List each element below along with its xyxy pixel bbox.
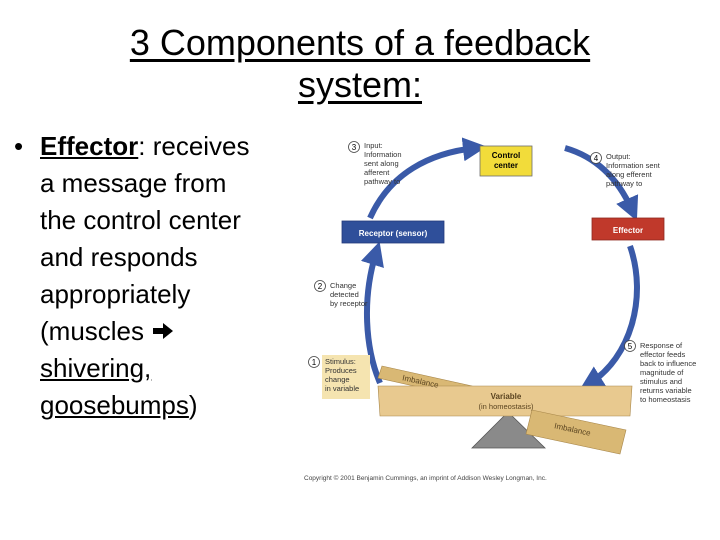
step-5-line-2: effector feeds <box>640 350 686 359</box>
step-1-line-1: Stimulus: <box>325 357 356 366</box>
step-5-line-5: stimulus and <box>640 377 682 386</box>
step-4-line-3: along efferent <box>606 170 653 179</box>
step-5-line-3: back to influence <box>640 359 696 368</box>
step-5-number: 5 <box>628 342 633 351</box>
imbalance-bottom-beam <box>525 409 627 455</box>
bullet-line-5: appropriately <box>40 279 191 309</box>
step-4-annotation: 4 Output: Information sent along efferen… <box>590 152 661 188</box>
seesaw: Imbalance Variable (in homeostasis) Imba… <box>377 365 633 455</box>
step-5-line-4: magnitude of <box>640 368 684 377</box>
arrow-receptor-to-control <box>367 137 487 220</box>
arrow-control-to-effector <box>564 145 639 221</box>
bullet-line-7: shivering, <box>40 353 152 383</box>
bullet-line-6: (muscles <box>40 316 145 346</box>
variable-label-2: (in homeostasis) <box>478 402 534 411</box>
bullet-line-3: the control center <box>40 205 241 235</box>
step-4-number: 4 <box>594 154 599 163</box>
step-1-annotation: 1 Stimulus: Produces change in variable <box>308 355 370 399</box>
step-3-line-4: afferent <box>364 168 390 177</box>
bullet-line-1-rest: : receives <box>138 131 250 161</box>
control-center-label-1: Control <box>492 151 520 160</box>
bullet-text: Effector: receives a message from the co… <box>40 128 314 424</box>
slide-title: 3 Components of a feedback system: <box>0 22 720 106</box>
effector-label: Effector <box>613 226 643 235</box>
step-1-line-3: change <box>325 375 350 384</box>
step-4-line-1: Output: <box>606 152 631 161</box>
fulcrum <box>471 411 546 449</box>
receptor-box: Receptor (sensor) <box>341 220 445 244</box>
control-center-box: Control center <box>479 145 533 177</box>
step-5-annotation: 5 Response of effector feeds back to inf… <box>624 340 696 404</box>
step-5-line-1: Response of <box>640 341 683 350</box>
step-4-line-2: Information sent <box>606 161 661 170</box>
step-4-line-4: pathway to <box>606 179 642 188</box>
variable-label-1: Variable <box>491 392 522 401</box>
step-3-line-1: Input: <box>364 141 383 150</box>
arrow-effector-to-variable <box>579 245 640 390</box>
step-2-annotation: 2 Change detected by receptor <box>314 280 368 308</box>
step-5-line-7: to homeostasis <box>640 395 691 404</box>
bullet-marker: • <box>14 131 24 161</box>
step-1-line-2: Produces <box>325 366 357 375</box>
step-2-line-2: detected <box>330 290 359 299</box>
step-1-line-4: in variable <box>325 384 359 393</box>
step-3-number: 3 <box>352 143 357 152</box>
copyright-text: Copyright © 2001 Benjamin Cummings, an i… <box>304 474 547 482</box>
bullet-line-8-suffix: ) <box>188 390 198 420</box>
step-5-line-6: returns variable <box>640 386 692 395</box>
bullet-point: • Effector: receives a message from the … <box>14 128 314 424</box>
bullet-line-2: a message from <box>40 168 227 198</box>
control-center-label-2: center <box>494 161 518 170</box>
bullet-line-8: goosebumps <box>40 390 189 420</box>
step-2-line-1: Change <box>330 281 356 290</box>
right-arrow-icon <box>153 323 174 339</box>
effector-box: Effector <box>591 217 665 241</box>
step-3-line-2: Information <box>364 150 402 159</box>
step-3-line-3: sent along <box>364 159 399 168</box>
title-line-1: 3 Components of a feedback <box>129 22 591 63</box>
bullet-line-4: and responds <box>40 242 198 272</box>
effector-term: Effector <box>40 131 139 161</box>
variable-beam <box>377 385 633 417</box>
step-1-number: 1 <box>312 358 317 367</box>
step-3-line-5: pathway to <box>364 177 400 186</box>
step-2-number: 2 <box>318 282 323 291</box>
arrow-stimulus-to-receptor <box>360 241 384 385</box>
feedback-loop-diagram: Control center Receptor (sensor) Effecto… <box>304 137 696 482</box>
step-2-line-3: by receptor <box>330 299 368 308</box>
title-line-2: system: <box>297 64 422 105</box>
step-3-annotation: 3 Input: Information sent along afferent… <box>348 141 402 186</box>
receptor-label: Receptor (sensor) <box>359 229 428 238</box>
